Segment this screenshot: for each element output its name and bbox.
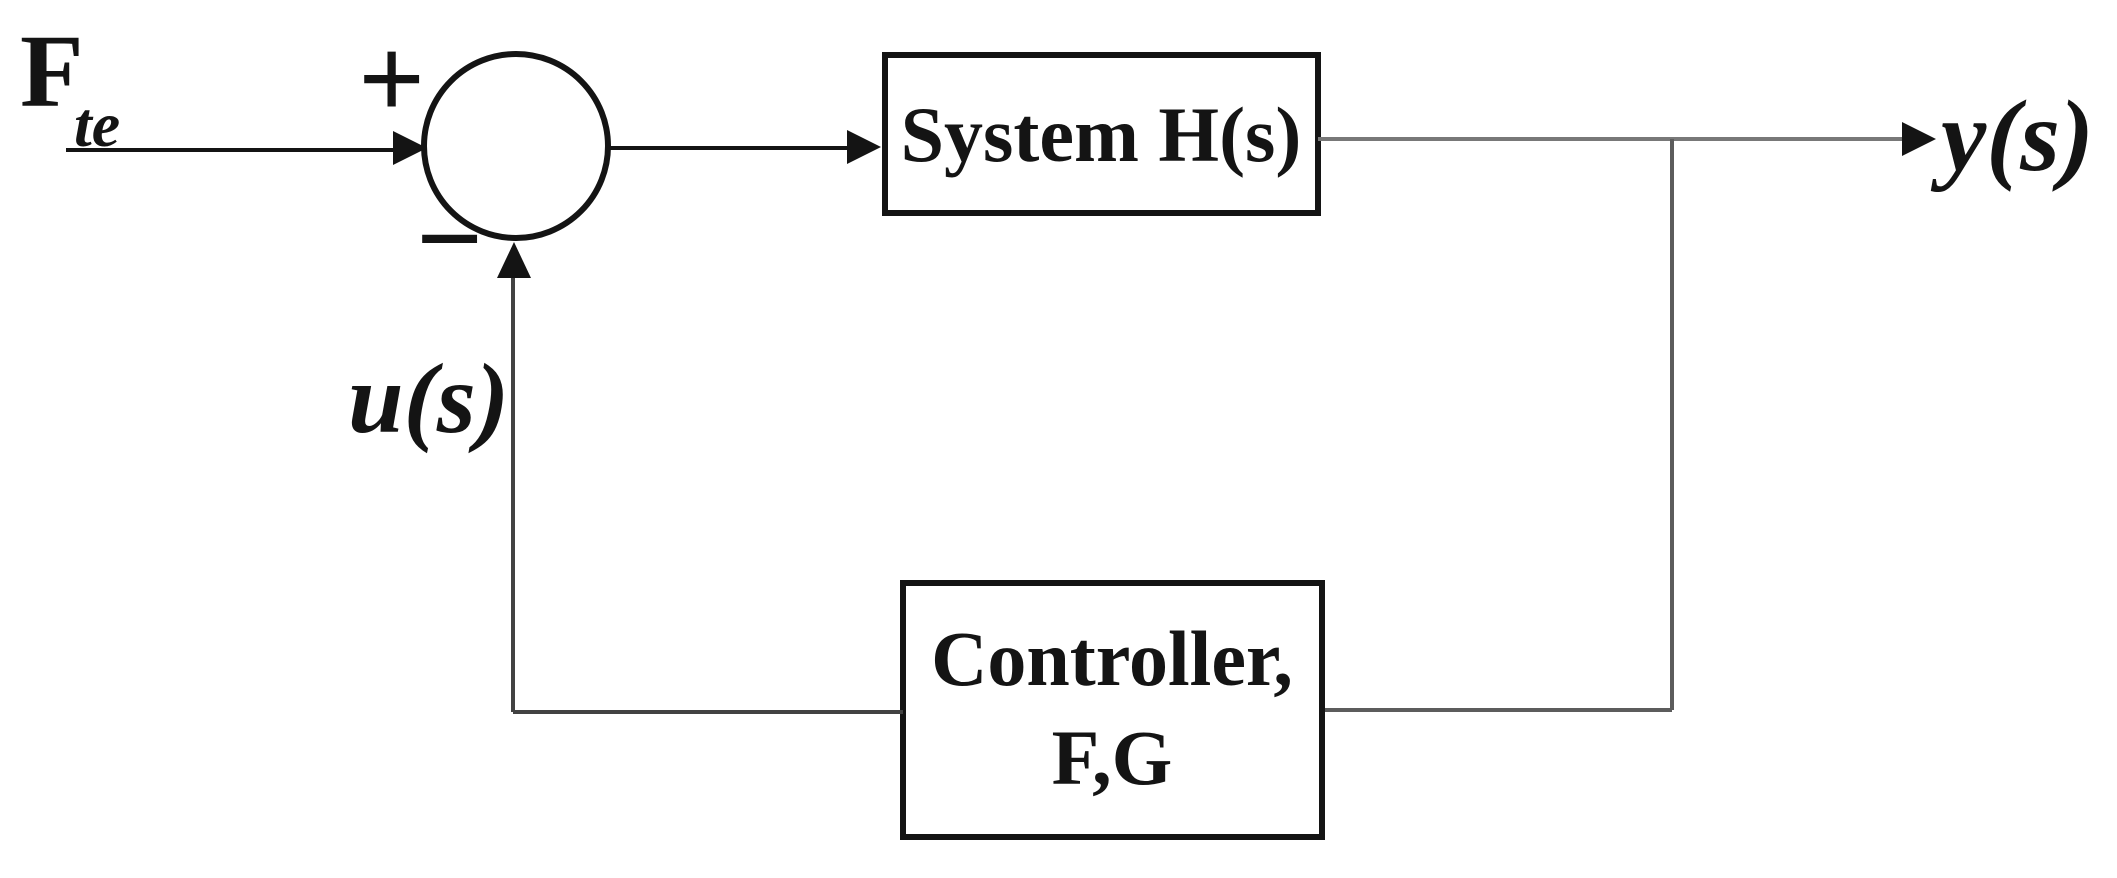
input-arrowhead-icon (393, 131, 427, 165)
system-block (882, 52, 1321, 216)
controller-block-label-line1: Controller, (931, 615, 1293, 702)
feedback-arrowhead-icon (497, 242, 531, 278)
summing-minus-sign: − (416, 173, 483, 304)
summing-junction-circle (421, 51, 611, 241)
input-signal-label-main: F (20, 14, 84, 129)
output-signal-label: y(s) (1930, 80, 2094, 193)
output-arrowhead-icon (1902, 122, 1936, 156)
summing-plus-sign: + (358, 13, 425, 144)
system-block-label: System H(s) (901, 91, 1302, 178)
controller-block-label-line2: F,G (1052, 714, 1173, 801)
controller-block (900, 580, 1325, 840)
control-signal-label: u(s) (348, 343, 509, 454)
forward-arrowhead-icon (847, 130, 881, 164)
